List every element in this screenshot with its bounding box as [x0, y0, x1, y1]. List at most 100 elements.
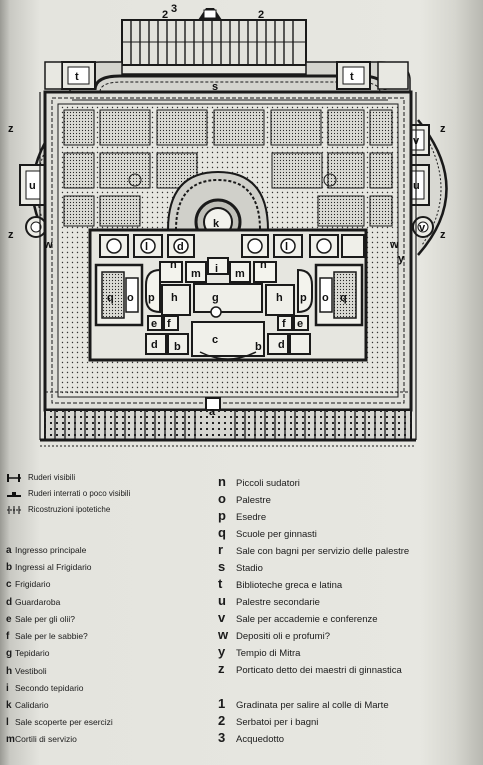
legend-label: Frigidario	[15, 579, 51, 589]
legend-label: Sale per gli olii?	[15, 614, 76, 624]
label-m-right: m	[235, 268, 245, 280]
label-f-left: f	[167, 318, 171, 330]
label-v-bottom: v	[419, 222, 426, 234]
legend-label: Guardaroba	[15, 597, 61, 607]
legend-key: m	[6, 734, 15, 745]
label-o-right: o	[322, 292, 329, 304]
legend-key: f	[6, 631, 10, 642]
label-l-2: l	[285, 241, 288, 253]
legend-label: Acquedotto	[236, 734, 285, 745]
symbol-label: Ruderi interrati o poco visibili	[28, 489, 131, 498]
legend-key: i	[6, 683, 9, 694]
label-w-left: w	[43, 239, 53, 251]
legend-label: Stadio	[236, 563, 263, 574]
label-i: i	[215, 263, 218, 275]
legend-label: Scuole per ginnasti	[236, 529, 317, 540]
label-w-right: w	[389, 239, 399, 251]
label-y: y	[398, 253, 405, 265]
legend-key: e	[6, 614, 12, 625]
legend-key: u	[218, 593, 226, 608]
label-h-left: h	[171, 292, 178, 304]
legend-label: Cortili di servizio	[15, 734, 77, 744]
legend-key: l	[6, 717, 9, 728]
legend-key: d	[6, 597, 13, 608]
ruin-buried-icon	[7, 491, 21, 497]
label-z-right-2: z	[440, 229, 446, 241]
legend-1: 1 Gradinata per salire al colle di Marte	[218, 696, 389, 711]
legend-label: Palestre	[236, 495, 271, 506]
label-v-top: v	[413, 135, 420, 147]
label-p-right: p	[300, 292, 307, 304]
label-u-right: u	[413, 180, 420, 192]
legend-label: Piccoli sudatori	[236, 478, 300, 489]
label-n-left: n	[170, 259, 177, 271]
legend-f: f Sale per le sabbie?	[6, 631, 88, 642]
label-q-right: q	[340, 292, 347, 304]
legend-key: g	[6, 648, 13, 659]
label-d-top: d	[177, 241, 184, 253]
label-n-right: n	[260, 259, 267, 271]
legend-key: p	[218, 508, 226, 523]
legend-u: u Palestre secondarie	[218, 593, 320, 608]
calidarium-rotunda	[166, 170, 270, 246]
legend-label: Palestre secondarie	[236, 597, 320, 608]
legend-label: Esedre	[236, 512, 267, 523]
baths-floor-plan: 2 3 2 t t s z z z z u v u v w w y k l d …	[8, 3, 448, 447]
legend-key: 3	[218, 730, 226, 745]
legend-label: Calidario	[15, 700, 49, 710]
legend-key: n	[218, 474, 226, 489]
legend-key: o	[218, 491, 226, 506]
legend-label: Sale per le sabbie?	[15, 631, 88, 641]
legend-label: Secondo tepidario	[15, 683, 84, 693]
label-t-left: t	[75, 71, 79, 83]
symbol-hypothetical: Ricostruzioni ipotetiche	[6, 505, 110, 514]
legend-p: p Esedre	[218, 508, 266, 523]
label-c: c	[212, 334, 218, 346]
legend-label: Ingresso principale	[15, 545, 87, 555]
label-e-left: e	[151, 318, 157, 330]
label-b-right: b	[255, 341, 262, 353]
label-e-right: e	[297, 318, 303, 330]
label-d-right: d	[278, 339, 285, 351]
legend-key: w	[218, 627, 229, 642]
ruin-visible-icon	[7, 473, 21, 482]
label-d-left: d	[151, 339, 158, 351]
legend-key: 2	[218, 713, 226, 728]
legend-label: Tepidario	[15, 648, 50, 658]
label-h-right: h	[276, 292, 283, 304]
legend-key: h	[6, 666, 13, 677]
legend-i: i Secondo tepidario	[6, 683, 84, 694]
label-l-1: l	[145, 241, 148, 253]
legend-key: q	[218, 525, 226, 540]
symbol-ruins-visible: Ruderi visibili	[6, 473, 75, 482]
legend-key: v	[218, 610, 226, 625]
legend-label: Ingressi al Frigidario	[15, 562, 92, 572]
label-b-left: b	[174, 341, 181, 353]
label-z-left-2: z	[8, 229, 14, 241]
label-p-left: p	[148, 292, 155, 304]
legend-key: b	[6, 562, 13, 573]
legend-o: o Palestre	[218, 491, 271, 506]
legend-key: z	[218, 661, 225, 676]
legend-n: n Piccoli sudatori	[218, 474, 300, 489]
legend-key: c	[6, 579, 12, 590]
legend-key: 1	[218, 696, 226, 711]
label-3: 3	[171, 3, 177, 15]
label-k: k	[213, 218, 220, 230]
legend-label: Gradinata per salire al colle di Marte	[236, 700, 389, 711]
symbol-ruins-buried: Ruderi interrati o poco visibili	[6, 489, 130, 498]
label-a: a	[209, 406, 216, 418]
label-z-left: z	[8, 123, 14, 135]
